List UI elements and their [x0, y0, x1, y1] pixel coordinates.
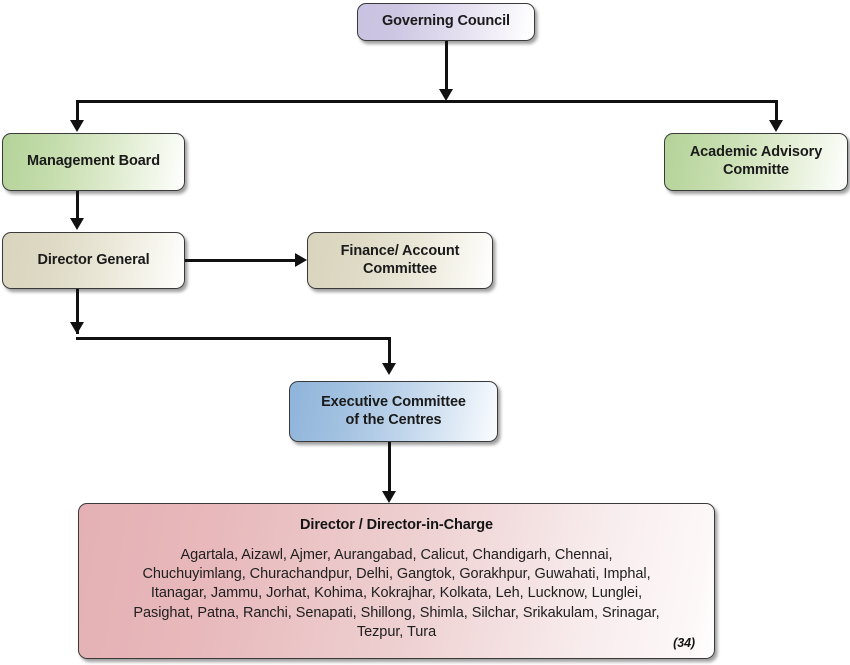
node-director-general[interactable]: Director General: [2, 232, 185, 289]
connector-exec-to-directors: [388, 442, 391, 500]
connector-director-general-down: [76, 289, 79, 334]
connector-gc-stem: [445, 41, 448, 95]
connector-bus-horizontal: [76, 100, 778, 103]
connector-elbow-down-to-exec: [388, 337, 391, 369]
arrowhead-gc-to-bus: [439, 89, 453, 101]
arrowhead-to-management-board: [70, 120, 84, 132]
node-directors-in-charge[interactable]: Director / Director-in-Charge Agartala, …: [78, 503, 715, 659]
node-management-board[interactable]: Management Board: [2, 133, 185, 191]
node-executive-committee-label: Executive Committee of the Centres: [321, 393, 466, 428]
node-academic-advisory-committee-label: Academic Advisory Committe: [689, 144, 823, 178]
connector-elbow-horizontal-to-exec: [76, 337, 391, 340]
node-academic-advisory-committee[interactable]: Academic Advisory Committe: [664, 133, 848, 191]
node-governing-council-label: Governing Council: [381, 13, 510, 30]
arrowhead-to-executive-committee: [382, 363, 396, 375]
arrowhead-director-general-elbow: [70, 322, 84, 334]
arrowhead-to-directors: [382, 491, 396, 503]
directors-centre-list: Agartala, Aizawl, Ajmer, Aurangabad, Cal…: [133, 546, 660, 640]
connector-bus-to-management-board: [76, 100, 79, 125]
node-finance-account-committee[interactable]: Finance/ Account Committee: [307, 232, 493, 289]
node-executive-committee[interactable]: Executive Committee of the Centres: [289, 381, 498, 442]
directors-title: Director / Director-in-Charge: [300, 517, 493, 533]
node-governing-council[interactable]: Governing Council: [357, 3, 535, 41]
arrowhead-to-finance-committee: [295, 253, 307, 267]
directors-count-badge: (34): [673, 635, 695, 650]
arrowhead-to-academic-advisory: [769, 120, 783, 132]
arrowhead-to-director-general: [70, 218, 84, 230]
connector-bus-to-academic-advisory: [775, 100, 778, 125]
connector-management-board-to-director-general: [76, 191, 79, 221]
connector-director-general-to-finance: [185, 259, 297, 262]
node-finance-account-committee-label: Finance/ Account Committee: [340, 242, 460, 277]
node-director-general-label: Director General: [37, 251, 150, 268]
node-management-board-label: Management Board: [27, 153, 160, 170]
